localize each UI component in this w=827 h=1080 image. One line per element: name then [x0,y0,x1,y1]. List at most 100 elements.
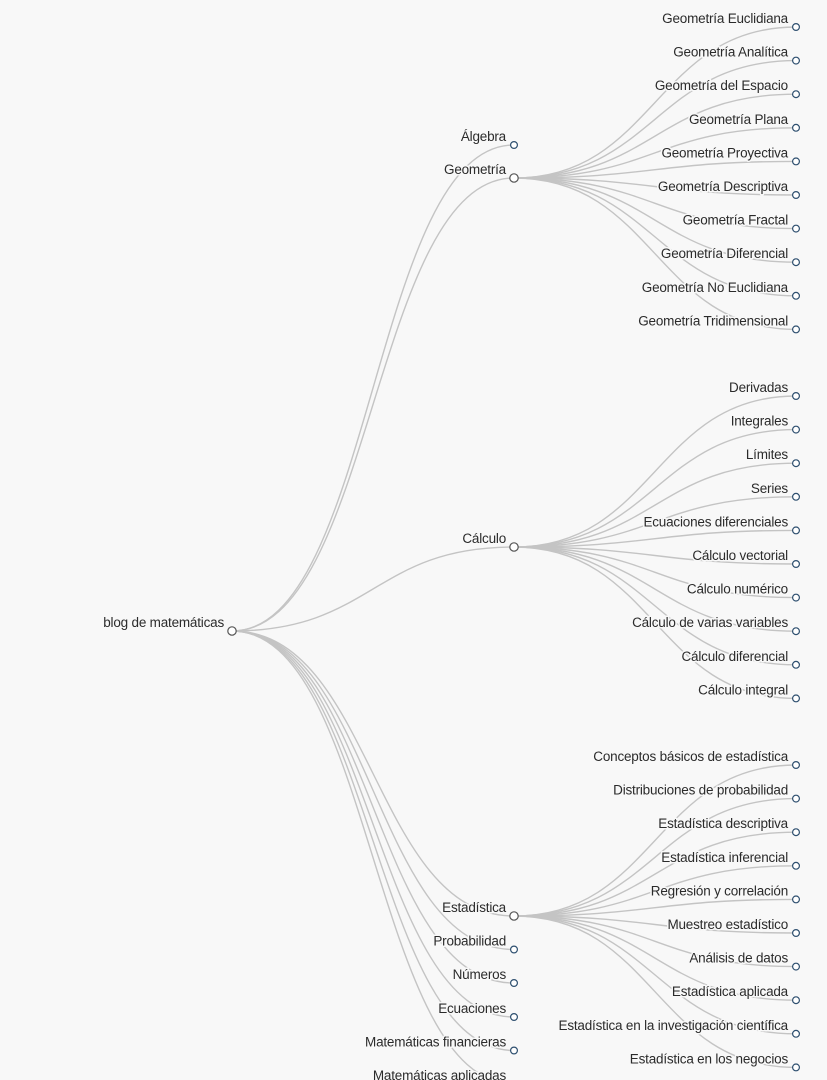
node-calculo[interactable]: Cálculo [461,530,519,552]
collapsed-node-circle[interactable] [791,694,800,703]
collapsed-node-circle[interactable] [791,895,800,904]
collapsed-node-circle[interactable] [791,760,800,769]
node-label: Geometría Fractal [683,213,789,228]
collapsed-node-circle[interactable] [791,291,800,300]
tree-link [513,93,797,179]
tree-link [513,915,797,1035]
node-label: Números [453,967,507,982]
collapsed-node-circle[interactable] [510,1046,519,1055]
node-label: Ecuaciones [438,1001,506,1016]
node-geometria-diferencial[interactable]: Geometría Diferencial [659,245,800,267]
collapsed-node-circle[interactable] [791,593,800,602]
collapsed-node-circle[interactable] [791,224,800,233]
node-estadistica-descriptiva[interactable]: Estadística descriptiva [657,815,800,837]
collapsed-node-circle[interactable] [791,325,800,334]
collapsed-node-circle[interactable] [510,945,519,954]
node-geometria-plana[interactable]: Geometría Plana [687,110,800,132]
node-conceptos-basicos-de-estadistica[interactable]: Conceptos básicos de estadística [592,748,800,769]
node-derivadas[interactable]: Derivadas [728,379,800,401]
node-blog-de-matematicas[interactable]: blog de matemáticas [102,614,237,636]
node-geometria-descriptiva[interactable]: Geometría Descriptiva [656,178,800,200]
node-algebra[interactable]: Álgebra [459,128,519,150]
collapsed-node-circle[interactable] [791,1029,800,1038]
collapsed-node-circle[interactable] [791,526,800,535]
node-analisis-de-datos[interactable]: Análisis de datos [688,949,800,971]
node-geometria-fractal[interactable]: Geometría Fractal [681,211,800,233]
collapsed-node-circle[interactable] [791,962,800,971]
collapsed-node-circle[interactable] [791,861,800,870]
node-estadistica-en-los-negocios[interactable]: Estadística en los negocios [628,1050,800,1072]
collapsed-node-circle[interactable] [791,1063,800,1072]
expanded-node-circle[interactable] [509,911,519,921]
tree-link [513,546,797,632]
tree-link [513,915,797,1069]
node-limites[interactable]: Límites [744,446,800,468]
node-numeros[interactable]: Números [451,966,519,987]
node-calculo-numerico[interactable]: Cálculo numérico [685,580,800,602]
tree-link [513,177,797,297]
collapsed-node-circle[interactable] [791,191,800,200]
node-calculo-vectorial[interactable]: Cálculo vectorial [691,547,800,568]
node-muestreo-estadistico[interactable]: Muestreo estadístico [666,916,800,937]
node-geometria-no-euclidiana[interactable]: Geometría No Euclidiana [640,278,800,300]
node-probabilidad[interactable]: Probabilidad [432,932,519,954]
collapsed-node-circle[interactable] [791,23,800,32]
collapsed-node-circle[interactable] [791,392,800,401]
node-distribuciones-de-probabilidad[interactable]: Distribuciones de probabilidad [612,781,800,803]
node-estadistica-en-la-investigacion-cientifica[interactable]: Estadística en la investigación científi… [557,1016,800,1038]
node-label: Análisis de datos [689,951,788,966]
node-label: Geometría Descriptiva [658,179,789,194]
node-ecuaciones[interactable]: Ecuaciones [437,1000,519,1021]
node-label: Geometría Euclidiana [662,11,789,26]
node-series[interactable]: Series [749,479,800,501]
collapsed-node-circle[interactable] [791,627,800,636]
collapsed-node-circle[interactable] [791,157,800,166]
node-geometria[interactable]: Geometría [443,161,519,183]
collapsed-node-circle[interactable] [791,90,800,99]
expanded-node-circle[interactable] [227,626,237,636]
collapsed-node-circle[interactable] [791,123,800,132]
expanded-node-circle[interactable] [509,542,519,552]
collapsed-node-circle[interactable] [791,794,800,803]
collapsed-node-circle[interactable] [791,928,800,937]
collapsed-node-circle[interactable] [791,996,800,1005]
collapsed-node-circle[interactable] [791,258,800,267]
node-estadistica[interactable]: Estadística [441,899,519,921]
tree-link [513,177,797,263]
node-label: Geometría [444,162,507,177]
node-label: Estadística en los negocios [630,1051,789,1066]
node-label: Geometría No Euclidiana [642,280,789,295]
node-label: Límites [746,447,789,462]
collapsed-node-circle[interactable] [791,559,800,568]
collapsed-node-circle[interactable] [791,425,800,434]
expanded-node-circle[interactable] [509,173,519,183]
node-label: Cálculo diferencial [681,649,788,664]
node-label: Derivadas [729,380,788,395]
collapsed-node-circle[interactable] [510,978,519,987]
node-integrales[interactable]: Integrales [729,412,800,434]
node-calculo-diferencial[interactable]: Cálculo diferencial [680,647,800,669]
node-geometria-tridimensional[interactable]: Geometría Tridimensional [637,312,800,334]
collapsed-node-circle[interactable] [510,1012,519,1021]
node-geometria-proyectiva[interactable]: Geometría Proyectiva [660,144,800,166]
collapsed-node-circle[interactable] [791,56,800,65]
collapsed-node-circle[interactable] [510,141,519,150]
node-ecuaciones-diferenciales[interactable]: Ecuaciones diferenciales [642,513,800,535]
collapsed-node-circle[interactable] [791,828,800,837]
tree-link [513,177,797,331]
collapsed-node-circle[interactable] [791,660,800,669]
node-estadistica-aplicada[interactable]: Estadística aplicada [670,983,800,1005]
node-matematicas-financieras[interactable]: Matemáticas financieras [364,1033,519,1055]
node-calculo-de-varias-variables[interactable]: Cálculo de varias variables [631,614,800,636]
node-geometria-euclidiana[interactable]: Geometría Euclidiana [661,10,800,32]
node-calculo-integral[interactable]: Cálculo integral [697,681,800,703]
node-estadistica-inferencial[interactable]: Estadística inferencial [660,848,800,870]
collapsed-node-circle[interactable] [791,492,800,501]
node-geometria-analitica[interactable]: Geometría Analítica [672,43,800,65]
node-label: Geometría Analítica [673,45,788,60]
collapsed-node-circle[interactable] [791,459,800,468]
tree-link [513,898,797,917]
node-matematicas-aplicadas[interactable]: Matemáticas aplicadas [371,1067,518,1080]
node-geometria-del-espacio[interactable]: Geometría del Espacio [653,77,800,99]
node-regresion-y-correlacion[interactable]: Regresión y correlación [649,882,800,904]
